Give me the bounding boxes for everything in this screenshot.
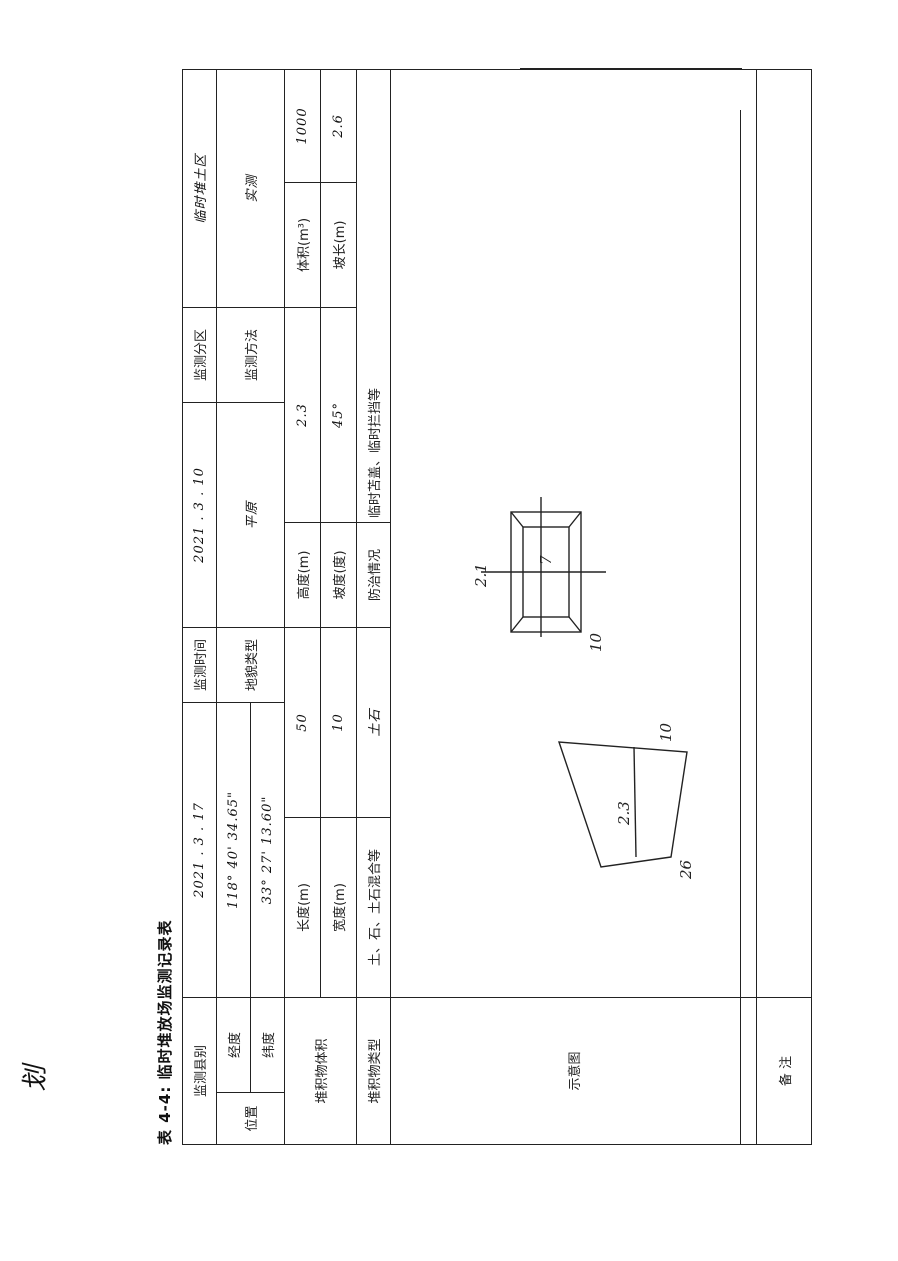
monitoring-record-table: 监测县别 2021 . 3 . 17 监测时间 2021 . 3 . 10 监测… [182, 69, 812, 1145]
sketch-mark-plan-top: 2.1 [472, 563, 490, 588]
longitude-label: 经度 [216, 997, 251, 1093]
slope-label: 坡度(度) [320, 522, 357, 628]
signature-text: 划 [20, 1065, 51, 1092]
form-right-rule [740, 110, 741, 1145]
slope-length-value: 2.6 [320, 69, 357, 183]
landform-value: 平原 [216, 402, 285, 628]
sketch-label: 示意图 [390, 997, 757, 1145]
slope-length-label: 坡长(m) [320, 182, 357, 308]
length-label: 长度(m) [284, 817, 321, 998]
height-label: 高度(m) [284, 522, 321, 628]
sketch-mark-section-width: 10 [657, 722, 675, 742]
width-value: 10 [320, 627, 357, 818]
plan-view-drawing [481, 496, 606, 637]
method-label: 监测方法 [216, 307, 285, 403]
sketch-area: 2.3 26 10 10 7 2.1 [390, 69, 757, 998]
table-row: 示意图 2.3 [390, 69, 757, 1145]
latitude-label: 纬度 [250, 997, 285, 1093]
longitude-value: 118° 40' 34.65" [216, 702, 251, 998]
plan-corner-lines [510, 511, 582, 633]
form-top-rule [520, 68, 742, 69]
sketch-mark-plan-width: 10 [587, 632, 605, 652]
height-value: 2.3 [284, 307, 321, 523]
table-row: 位置 经度 118° 40' 34.65" 地貌类型 平原 监测方法 实测 [216, 69, 285, 1145]
slope-value: 45° [320, 307, 357, 523]
method-value: 实测 [216, 69, 285, 308]
position-label: 位置 [216, 1092, 285, 1145]
district-label: 监测县别 [182, 997, 217, 1145]
sketch-mark-plan-center: 7 [537, 555, 555, 565]
table-row: 堆积物体积 长度(m) 50 高度(m) 2.3 体积(m³) 1000 [284, 69, 357, 1145]
zone-value: 临时堆土区 [182, 69, 217, 308]
notes-value [756, 69, 812, 998]
time-label: 监测时间 [182, 627, 217, 703]
material-options: 土、石、土石混合等 [356, 817, 391, 998]
table-caption: 表 4-4: 临时堆放场监测记录表 [156, 919, 174, 1145]
pile-volume-label: 堆积物体积 [284, 997, 357, 1145]
volume-label: 体积(m³) [284, 182, 321, 308]
rotated-form: 表 4-4: 临时堆放场监测记录表 监测县别 2021 . 3 . 17 监测时… [154, 65, 812, 1145]
control-value: 临时苫盖、临时拦挡等 [356, 69, 391, 523]
material-value: 土石 [356, 627, 391, 818]
table-row: 堆积物类型 土、石、土石混合等 土石 防治情况 临时苫盖、临时拦挡等 [356, 69, 391, 1145]
length-value: 50 [284, 627, 321, 818]
volume-value: 1000 [284, 69, 321, 183]
sketch-marks: 2.3 26 10 10 7 2.1 [472, 555, 695, 880]
zone-label: 监测分区 [182, 307, 217, 403]
section-outline [557, 741, 688, 868]
pile-sketch: 2.3 26 10 10 7 2.1 [472, 496, 695, 880]
latitude-value: 33° 27' 13.60" [250, 702, 285, 998]
table-row: 监测县别 2021 . 3 . 17 监测时间 2021 . 3 . 10 监测… [182, 69, 217, 1145]
material-label: 堆积物类型 [356, 997, 391, 1145]
section-height-line [633, 746, 637, 857]
width-label: 宽度(m) [320, 817, 357, 998]
handwritten-signature: 划 [15, 1065, 52, 1091]
sketch-mark-section-height: 2.3 [615, 801, 633, 826]
landform-label: 地貌类型 [216, 627, 285, 703]
trapezoid-section-drawing [557, 741, 688, 868]
sketch-mark-section-base: 26 [677, 859, 695, 880]
table-row: 宽度(m) 10 坡度(度) 45° 坡长(m) 2.6 [320, 69, 357, 1144]
plan-axis-lines [481, 496, 606, 637]
time-value: 2021 . 3 . 10 [182, 402, 217, 628]
table-row: 备 注 [756, 69, 812, 1145]
district-value: 2021 . 3 . 17 [182, 702, 217, 998]
notes-label: 备 注 [756, 997, 812, 1145]
control-label: 防治情况 [356, 522, 391, 628]
